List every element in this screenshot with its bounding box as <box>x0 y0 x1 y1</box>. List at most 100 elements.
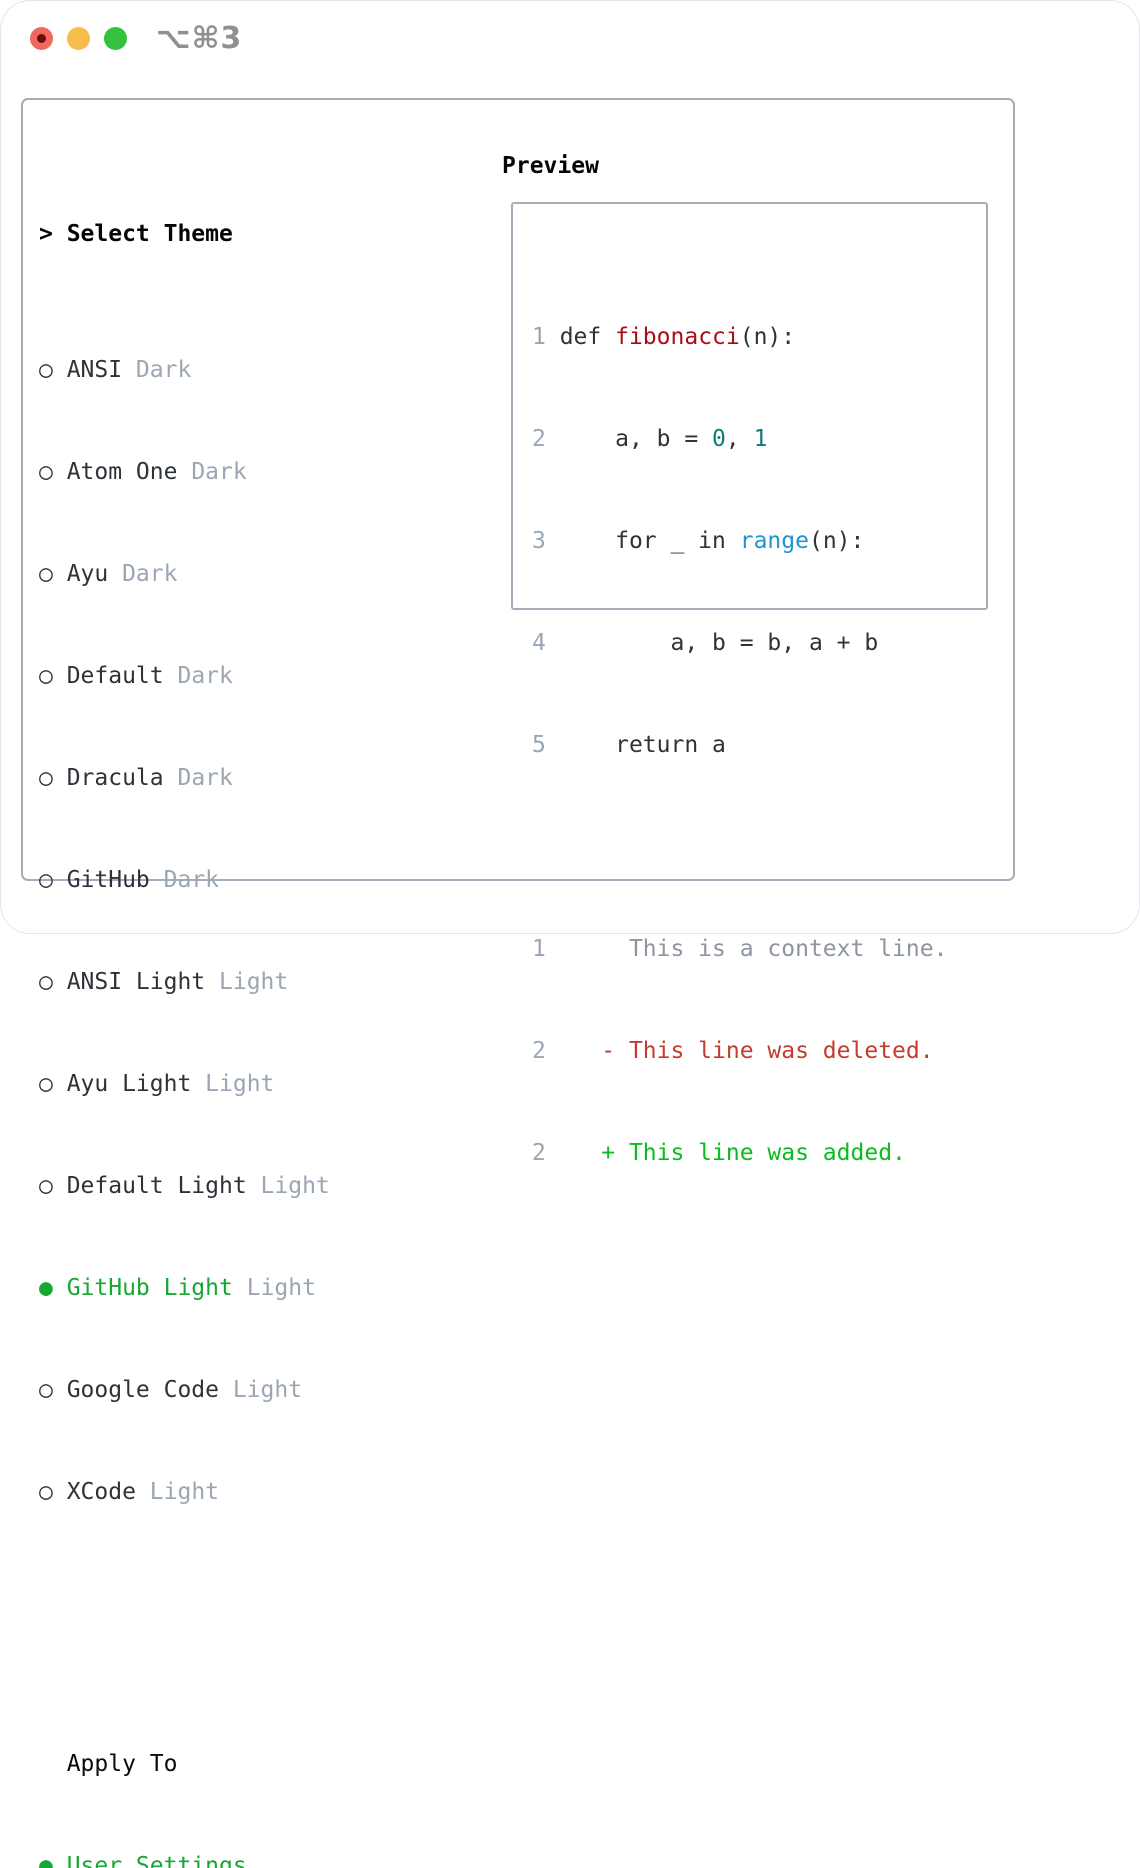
radio-icon: ○ <box>39 765 53 791</box>
theme-name: GitHub Light <box>66 1275 233 1301</box>
theme-variant: Light <box>246 1275 316 1301</box>
theme-option-default-light[interactable]: ○ Default Light Light <box>39 1169 427 1203</box>
theme-variant: Light <box>149 1479 220 1505</box>
radio-icon: ○ <box>39 1377 53 1403</box>
theme-name: XCode <box>66 1479 136 1505</box>
line-number: 2 <box>532 1140 546 1166</box>
theme-variant: Dark <box>135 357 192 383</box>
theme-option-github-light[interactable]: ● GitHub Light Light <box>39 1271 427 1305</box>
minimize-button[interactable] <box>67 27 90 50</box>
theme-name: Ayu <box>66 561 109 587</box>
code-line: 3 for _ in range(n): <box>532 524 947 558</box>
radio-icon: ○ <box>39 663 53 689</box>
line-number: 2 <box>532 426 546 452</box>
window-title: ⌥⌘3 <box>156 21 243 56</box>
theme-option-atom-one-dark[interactable]: ○ Atom One Dark <box>39 455 427 489</box>
theme-variant: Dark <box>191 459 247 485</box>
section-title: Apply To <box>66 1751 178 1777</box>
theme-name: Ayu Light <box>66 1071 192 1097</box>
radio-selected-icon: ● <box>39 1275 53 1301</box>
theme-variant: Light <box>219 969 289 995</box>
theme-option-dracula-dark[interactable]: ○ Dracula Dark <box>39 761 427 795</box>
line-number: 1 <box>532 936 546 962</box>
theme-variant: Dark <box>122 561 178 587</box>
theme-variant: Light <box>260 1173 330 1199</box>
close-button[interactable] <box>30 27 53 50</box>
radio-icon: ○ <box>39 1479 53 1505</box>
theme-name: Default <box>66 663 164 689</box>
function-token: fibonacci <box>615 324 740 350</box>
code-token: (n): <box>739 324 796 350</box>
unsaved-dot-icon <box>37 34 46 43</box>
theme-variant: Dark <box>177 765 233 791</box>
prompt-caret-icon: > <box>39 221 53 247</box>
theme-name: Google Code <box>66 1377 220 1403</box>
zoom-button[interactable] <box>104 27 127 50</box>
code-token: for _ in <box>545 528 740 554</box>
diff-added-line: 2 + This line was added. <box>532 1136 947 1170</box>
apply-target: User Settings <box>66 1853 247 1868</box>
code-preview: 1 def fibonacci(n): 2 a, b = 0, 1 3 for … <box>532 252 947 1238</box>
radio-icon: ○ <box>39 867 53 893</box>
theme-variant: Dark <box>177 663 233 689</box>
theme-option-ayu-light[interactable]: ○ Ayu Light Light <box>39 1067 427 1101</box>
code-line: 5 return a <box>532 728 947 762</box>
select-theme-header: > Select Theme <box>39 217 427 251</box>
context-token: This is a context line. <box>545 936 948 962</box>
apply-to-header: Apply To <box>39 1747 427 1781</box>
code-line: 1 def fibonacci(n): <box>532 320 947 354</box>
added-token: + This line was added. <box>545 1140 906 1166</box>
theme-option-google-code[interactable]: ○ Google Code Light <box>39 1373 427 1407</box>
deleted-token: - This line was deleted. <box>545 1038 934 1064</box>
radio-icon: ○ <box>39 969 53 995</box>
theme-name: Default Light <box>66 1173 247 1199</box>
radio-icon: ○ <box>39 1173 53 1199</box>
theme-option-github-dark[interactable]: ○ GitHub Dark <box>39 863 427 897</box>
code-token: , <box>725 426 754 452</box>
theme-option-ansi-light[interactable]: ○ ANSI Light Light <box>39 965 427 999</box>
line-number: 4 <box>532 630 546 656</box>
code-token: a, b = <box>545 426 713 452</box>
radio-selected-icon: ● <box>39 1853 53 1868</box>
theme-option-ansi-dark[interactable]: ○ ANSI Dark <box>39 353 427 387</box>
preview-box: 1 def fibonacci(n): 2 a, b = 0, 1 3 for … <box>511 202 988 1166</box>
code-line: 4 a, b = b, a + b <box>532 626 947 660</box>
apply-option-user-settings[interactable]: ● User Settings <box>39 1849 427 1868</box>
radio-icon: ○ <box>39 561 53 587</box>
theme-name: ANSI <box>66 357 123 383</box>
builtin-token: range <box>739 528 809 554</box>
code-token: a, b = b, a + b <box>545 630 879 656</box>
theme-variant: Dark <box>163 867 220 893</box>
line-number: 5 <box>532 732 546 758</box>
radio-icon: ○ <box>39 1071 53 1097</box>
code-token: return a <box>545 732 726 758</box>
theme-name: Atom One <box>66 459 178 485</box>
number-token: 1 <box>753 426 768 452</box>
theme-option-ayu-dark[interactable]: ○ Ayu Dark <box>39 557 427 591</box>
theme-name: Dracula <box>66 765 164 791</box>
radio-icon: ○ <box>39 357 53 383</box>
diff-context-line: 1 This is a context line. <box>532 932 947 966</box>
line-number: 1 <box>532 324 546 350</box>
preview-title: Preview <box>502 153 599 179</box>
spacer <box>39 1611 427 1645</box>
code-token: def <box>545 324 616 350</box>
code-token: (n): <box>808 528 865 554</box>
section-title: Select Theme <box>66 221 233 247</box>
theme-option-xcode[interactable]: ○ XCode Light <box>39 1475 427 1509</box>
theme-option-default-dark[interactable]: ○ Default Dark <box>39 659 427 693</box>
theme-name: GitHub <box>66 867 150 893</box>
theme-variant: Light <box>205 1071 275 1097</box>
code-line-blank <box>532 830 947 864</box>
marker-spacer <box>39 1747 67 1781</box>
theme-variant: Light <box>232 1377 303 1403</box>
theme-name: ANSI Light <box>66 969 206 995</box>
diff-deleted-line: 2 - This line was deleted. <box>532 1034 947 1068</box>
line-number: 3 <box>532 528 546 554</box>
code-line: 2 a, b = 0, 1 <box>532 422 947 456</box>
line-number: 2 <box>532 1038 546 1064</box>
radio-icon: ○ <box>39 459 53 485</box>
